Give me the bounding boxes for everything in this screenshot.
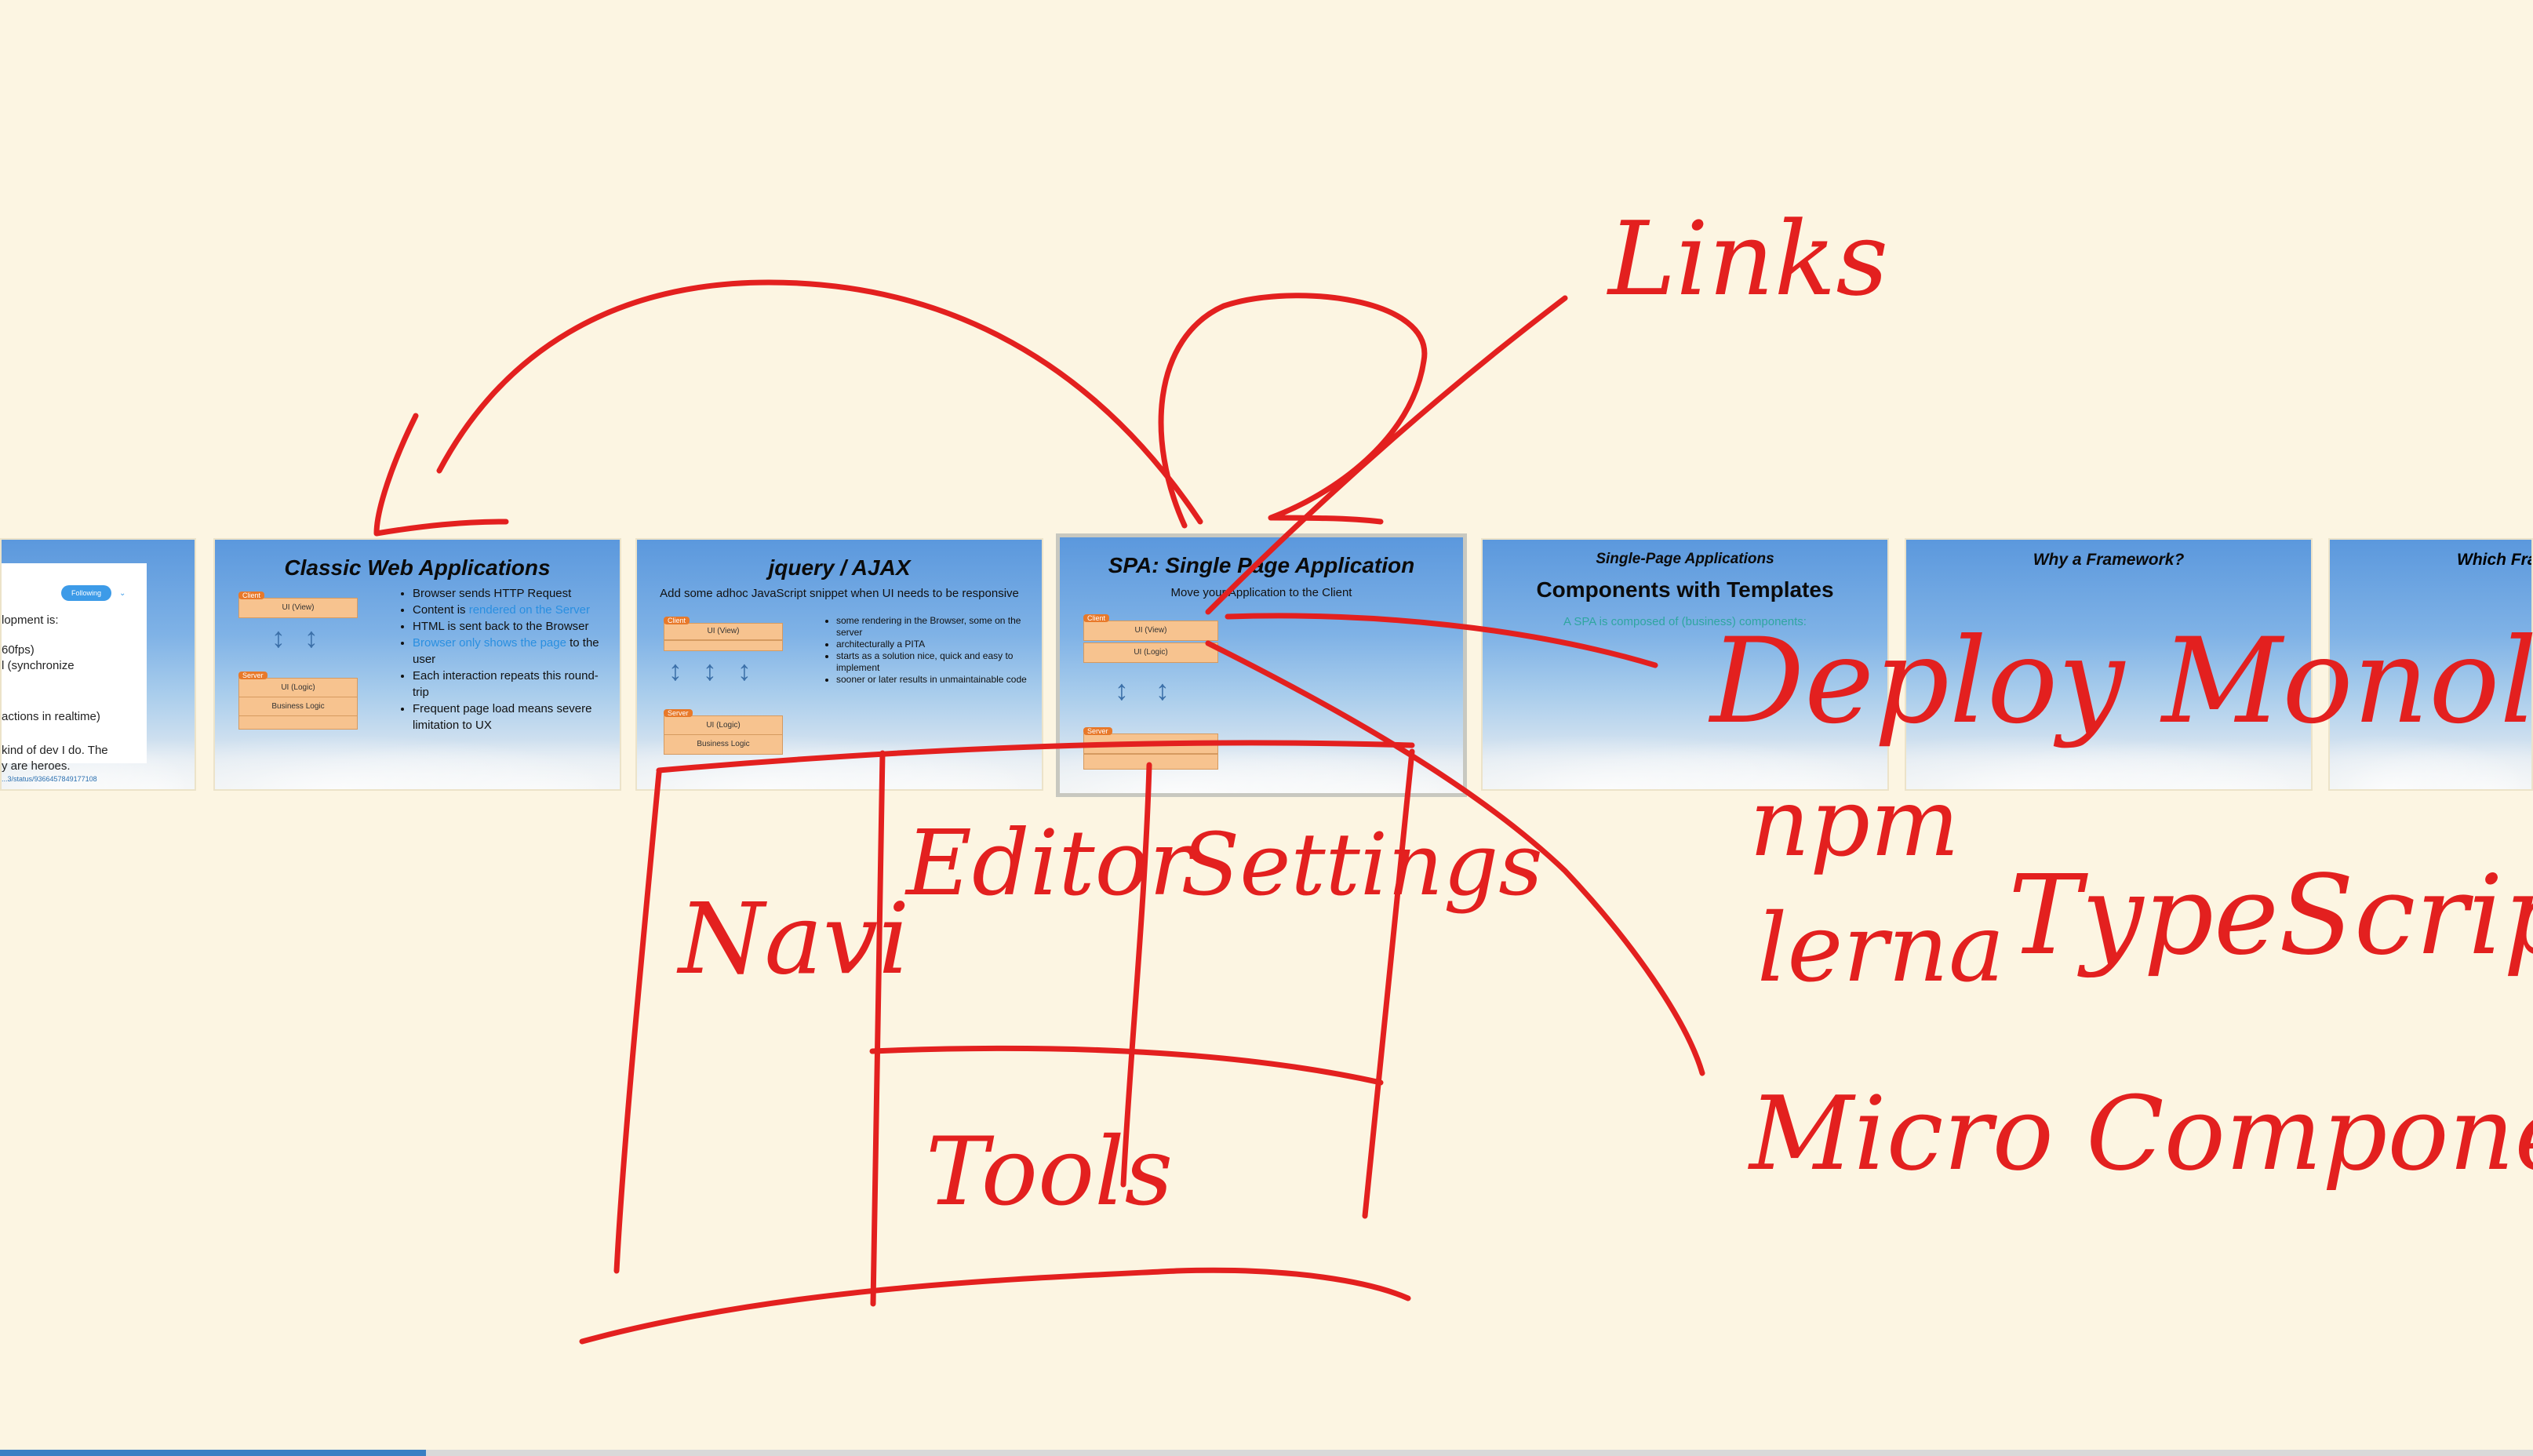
horizontal-scrollbar[interactable]	[0, 1450, 2533, 1456]
ui-logic-box-small	[664, 640, 783, 651]
tweet-line: 60fps)	[2, 643, 35, 657]
ink-label-editor: Editor	[904, 811, 1197, 916]
tweet-line: lopment is:	[2, 613, 59, 627]
ink-arc-to-classic	[436, 279, 1203, 525]
server-tag: Server	[664, 709, 693, 717]
ink-label-micro-components: Micro Components	[1748, 1074, 2533, 1193]
cloud-layer	[1906, 734, 2311, 789]
tweet-line: actions in realtime)	[2, 710, 100, 723]
cloud-layer	[215, 734, 620, 789]
ink-label-navi: Navi	[676, 883, 910, 996]
bullet: some rendering in the Browser, some on t…	[836, 615, 1029, 639]
slide-title: Which Fra	[2457, 551, 2533, 569]
slide-thumbnail-partial[interactable]: Following ⌄ lopment is: 60fps) l (synchr…	[0, 538, 196, 791]
ui-view-box: UI (View)	[1083, 621, 1218, 641]
client-tag: Client	[1083, 614, 1110, 622]
up-arrow-icon: ↕	[1155, 674, 1170, 706]
ink-frame-divider-1	[870, 750, 886, 1307]
bullet: Browser only shows the page to the user	[413, 635, 613, 668]
bullet: Browser sends HTTP Request	[413, 585, 613, 602]
ink-frame-right	[1362, 748, 1415, 1219]
slide-strip: Following ⌄ lopment is: 60fps) l (synchr…	[0, 533, 2533, 797]
ink-label-settings: Settings	[1181, 814, 1543, 915]
client-tag: Client	[238, 592, 265, 599]
ui-logic-box: UI (Logic)	[664, 715, 783, 736]
business-logic-box: Business Logic	[238, 697, 358, 717]
slide-subtitle: A SPA is composed of (business) componen…	[1563, 615, 1807, 628]
ink-label-links: Links	[1607, 199, 1888, 318]
tweet-card: Following ⌄ lopment is: 60fps) l (synchr…	[2, 563, 147, 773]
down-arrow-icon: ↕	[737, 654, 752, 686]
slide-thumbnail-classic[interactable]: Classic Web Applications UI (View) Clien…	[213, 538, 621, 791]
tweet-link: ...3/status/9366457849177108	[2, 775, 97, 783]
down-arrow-icon: ↕	[1115, 674, 1129, 706]
tweet-line: kind of dev I do. The	[2, 744, 108, 757]
slide-thumbnail-why[interactable]: Why a Framework?	[1905, 538, 2313, 791]
client-tag: Client	[664, 617, 690, 624]
ui-logic-box: UI (Logic)	[1083, 642, 1218, 663]
slide-subtitle: Move your Application to the Client	[1170, 586, 1352, 599]
ink-loop	[1158, 293, 1428, 529]
chevron-down-icon: ⌄	[119, 589, 126, 598]
business-logic-box: Business Logic	[664, 734, 783, 755]
slide-title: Components with Templates	[1536, 577, 1834, 602]
slide-thumbnail-spa[interactable]: SPA: Single Page Application Move your A…	[1056, 533, 1467, 797]
slide-thumbnail-ajax[interactable]: jquery / AJAX Add some adhoc JavaScript …	[635, 538, 1043, 791]
ink-label-tools: Tools	[926, 1118, 1173, 1227]
ink-frame-middle	[869, 1045, 1384, 1086]
extra-box	[238, 715, 358, 730]
down-arrow-icon: ↕	[703, 654, 717, 686]
slide-title: Classic Web Applications	[284, 555, 551, 580]
slide-subtitle: Add some adhoc JavaScript snippet when U…	[660, 587, 1019, 600]
up-arrow-icon: ↕	[304, 621, 318, 653]
bullet: starts as a solution nice, quick and eas…	[836, 650, 1029, 674]
scrollbar-thumb[interactable]	[0, 1450, 426, 1456]
cloud-layer	[1483, 734, 1887, 789]
server-tag: Server	[1083, 727, 1112, 735]
bullet-list: Browser sends HTTP Request Content is re…	[402, 585, 613, 733]
down-arrow-icon: ↕	[668, 654, 682, 686]
bullet: sooner or later results in unmaintainabl…	[836, 674, 1029, 686]
ink-frame-left	[613, 770, 662, 1274]
ink-arrowhead	[373, 413, 509, 537]
bullet: Frequent page load means severe limitati…	[413, 701, 613, 733]
ink-frame-top	[656, 740, 1415, 774]
following-button: Following	[61, 585, 111, 601]
ink-line-micro	[1205, 640, 1705, 1076]
down-arrow-icon: ↕	[271, 621, 286, 653]
slide-thumbnail-which[interactable]: Which Fra	[2328, 538, 2533, 791]
slide-kicker: Single-Page Applications	[1596, 551, 1774, 567]
ink-frame-divider-2	[1120, 762, 1152, 1188]
bullet-list: some rendering in the Browser, some on t…	[825, 615, 1029, 686]
ui-view-box: UI (View)	[238, 598, 358, 618]
slide-title: jquery / AJAX	[768, 555, 911, 580]
tweet-line: y are heroes.	[2, 759, 71, 773]
bullet: Content is rendered on the Server	[413, 602, 613, 618]
slide-title: Why a Framework?	[2033, 551, 2185, 569]
server-tag: Server	[238, 672, 267, 679]
ink-label-npm: npm	[1749, 769, 1960, 878]
cloud-layer	[2330, 734, 2531, 789]
slide-thumbnail-components[interactable]: Single-Page Applications Components with…	[1481, 538, 1889, 791]
ink-line-deploy	[1225, 613, 1658, 668]
ink-label-typescript: TypeScript	[2008, 852, 2533, 980]
ink-frame-bottom	[579, 1267, 1411, 1345]
ink-line-links	[1205, 295, 1568, 615]
bullet: Each interaction repeats this round-trip	[413, 668, 613, 701]
tweet-line: l (synchronize	[2, 659, 75, 672]
bullet: HTML is sent back to the Browser	[413, 618, 613, 635]
ui-view-box: UI (View)	[664, 623, 783, 640]
ink-label-deploy-monolith: Deploy Monolith	[1708, 613, 2533, 750]
ink-label-lerna: lerna	[1757, 894, 2005, 1003]
bullet: architecturally a PITA	[836, 639, 1029, 650]
